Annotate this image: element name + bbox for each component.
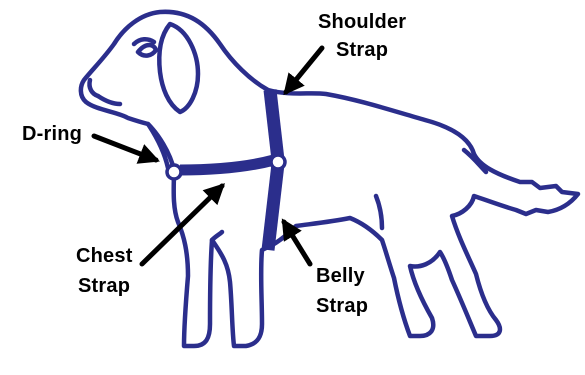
ear — [159, 24, 198, 112]
shoulder-label-line2: Strap — [336, 39, 388, 61]
mouth — [98, 96, 120, 104]
nose — [89, 80, 98, 96]
shoulder-strap — [270, 90, 278, 160]
belly-label-line1: Belly — [316, 265, 365, 287]
dring-arrow — [94, 136, 156, 160]
chest-label-line2: Strap — [78, 275, 130, 297]
chest-strap — [180, 160, 274, 170]
shoulder-label-line1: Shoulder — [318, 11, 406, 33]
d-ring — [167, 165, 181, 179]
front-leg-inner — [212, 232, 222, 240]
shoulder-arrow — [286, 48, 322, 92]
dring-label: D-ring — [22, 123, 82, 145]
belly-strap — [268, 164, 278, 250]
eye — [138, 45, 156, 56]
callout-arrows — [94, 48, 322, 264]
harness-ring — [271, 155, 285, 169]
chest-label-line1: Chest — [76, 245, 133, 267]
harness — [167, 90, 285, 250]
belly-label-line2: Strap — [316, 295, 368, 317]
hind-thigh — [376, 196, 382, 228]
belly-arrow — [284, 222, 310, 264]
